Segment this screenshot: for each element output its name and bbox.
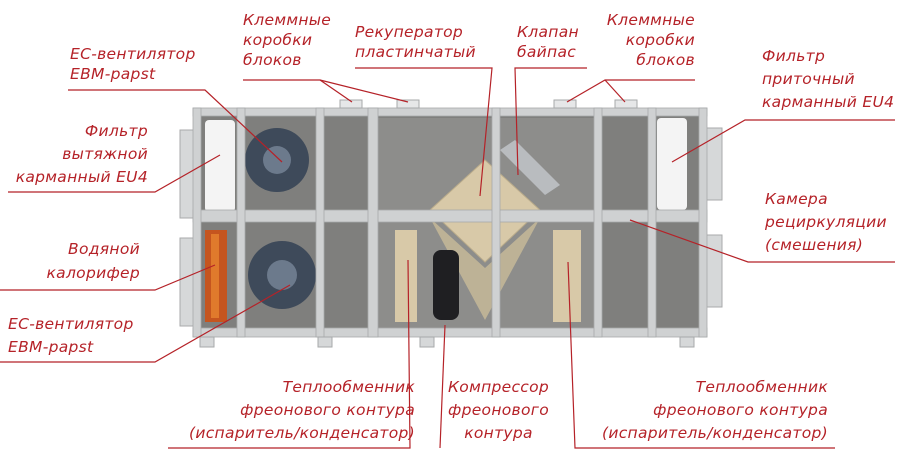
label-terminal-boxes-left: Клеммные коробки блоков bbox=[243, 10, 331, 70]
label-line: EBM-papst bbox=[8, 338, 94, 356]
label-line: ЕС-вентилятор bbox=[70, 45, 196, 63]
label-line: Теплообменник bbox=[282, 378, 415, 396]
label-line: Фильтр bbox=[84, 122, 148, 140]
label-exhaust-filter: Фильтр вытяжной карманный EU4 bbox=[16, 120, 148, 189]
label-line: Фильтр bbox=[762, 47, 826, 65]
label-recuperator: Рекуператор пластинчатый bbox=[355, 22, 476, 62]
label-line: (испаритель/конденсатор) bbox=[188, 424, 415, 442]
label-line: фреонового bbox=[448, 401, 550, 419]
label-line: EBM-papst bbox=[70, 65, 156, 83]
label-line: (смешения) bbox=[765, 236, 864, 254]
label-line: фреонового контура bbox=[653, 401, 828, 419]
label-ec-fan-bottom: ЕС-вентилятор EBM-papst bbox=[8, 313, 134, 359]
label-line: ЕС-вентилятор bbox=[8, 315, 134, 333]
label-line: Клеммные bbox=[606, 11, 695, 29]
label-line: байпас bbox=[517, 43, 577, 61]
label-line: карманный EU4 bbox=[762, 93, 895, 111]
label-water-heater: Водяной калорифер bbox=[47, 237, 141, 285]
compressor bbox=[433, 250, 459, 320]
label-line: контура bbox=[464, 424, 533, 442]
label-ec-fan-top: ЕС-вентилятор EBM-papst bbox=[70, 44, 196, 84]
label-line: (испаритель/конденсатор) bbox=[601, 424, 828, 442]
label-line: блоков bbox=[243, 51, 302, 69]
label-line: блоков bbox=[636, 51, 695, 69]
label-line: Рекуператор bbox=[355, 23, 464, 41]
exhaust-filter bbox=[205, 120, 235, 212]
label-compressor: Компрессор фреонового контура bbox=[448, 376, 549, 445]
supply-filter bbox=[657, 118, 687, 210]
label-line: рециркуляции bbox=[765, 213, 887, 231]
label-line: пластинчатый bbox=[355, 43, 476, 61]
label-line: Теплообменник bbox=[695, 378, 828, 396]
terminal-boxes bbox=[339, 99, 638, 109]
label-supply-filter: Фильтр приточный карманный EU4 bbox=[762, 45, 894, 114]
unit-frame bbox=[192, 107, 708, 338]
label-heat-exchanger-right: Теплообменник фреонового контура (испари… bbox=[602, 376, 828, 445]
label-line: калорифер bbox=[46, 264, 140, 282]
leader-lines bbox=[0, 67, 895, 449]
label-line: коробки bbox=[243, 31, 313, 49]
label-recirculation-chamber: Камера рециркуляции (смешения) bbox=[765, 188, 887, 257]
heat-exchanger-right bbox=[553, 230, 581, 322]
label-line: фреонового контура bbox=[240, 401, 415, 419]
label-line: Камера bbox=[765, 190, 828, 208]
label-heat-exchanger-left: Теплообменник фреонового контура (испари… bbox=[189, 376, 415, 445]
label-line: Клеммные bbox=[243, 11, 332, 29]
label-line: вытяжной bbox=[62, 145, 148, 163]
label-line: Водяной bbox=[68, 240, 140, 258]
label-line: приточный bbox=[762, 70, 855, 88]
label-line: Компрессор bbox=[448, 378, 550, 396]
heat-exchanger-left bbox=[395, 230, 417, 322]
label-terminal-boxes-right: Клеммные коробки блоков bbox=[607, 10, 695, 70]
label-bypass-valve: Клапан байпас bbox=[517, 22, 579, 62]
bypass-valve bbox=[500, 140, 560, 195]
label-line: коробки bbox=[625, 31, 695, 49]
label-line: карманный EU4 bbox=[15, 168, 148, 186]
label-line: Клапан bbox=[517, 23, 579, 41]
